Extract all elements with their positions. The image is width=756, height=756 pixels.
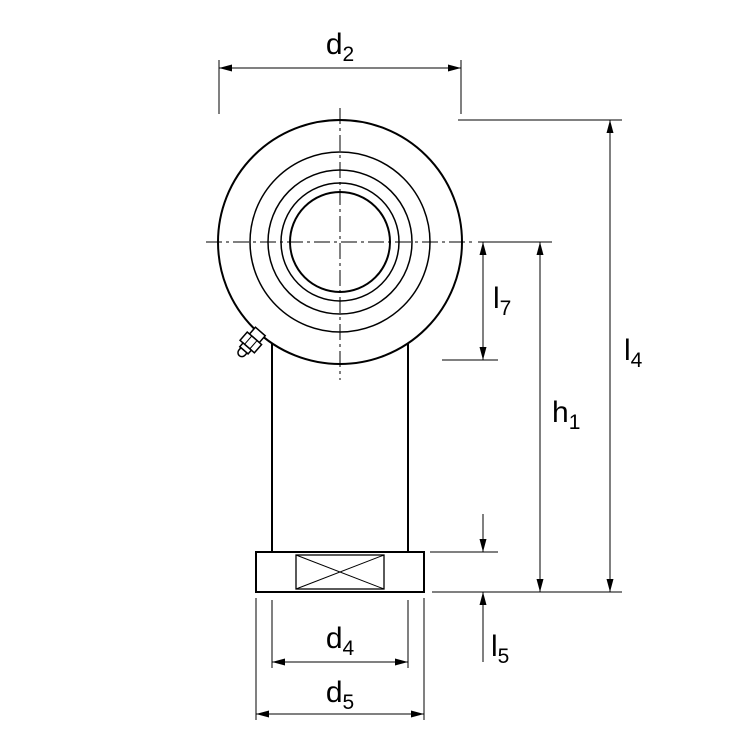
head-outer-circle	[217, 119, 463, 365]
dim-label-l4: l4	[624, 334, 643, 372]
dim-label-l7-base: l	[493, 282, 500, 315]
dimension-l4: l4	[432, 119, 643, 593]
dim-label-d4-base: d	[326, 622, 343, 655]
inner-ring-chamfer-circle	[280, 182, 400, 302]
dimension-l5: l5	[430, 514, 509, 668]
dimension-h1: h1	[536, 242, 580, 592]
dim-label-d4: d4	[326, 622, 355, 660]
dim-label-l4-base: l	[624, 334, 631, 367]
grease-nipple-tip	[237, 346, 248, 358]
dim-label-l7-sub: 7	[500, 297, 512, 320]
centerlines	[206, 108, 476, 380]
dim-label-h1-base: h	[552, 396, 569, 429]
ball-outer-circle	[267, 169, 413, 315]
dim-label-d2: d2	[326, 28, 354, 66]
dim-label-d5-base: d	[326, 676, 343, 709]
shank	[271, 344, 409, 552]
dimension-d2: d2	[218, 28, 462, 114]
grease-nipple-facet	[249, 340, 258, 350]
dimension-d5: d5	[255, 598, 425, 720]
dim-label-d2-sub: 2	[343, 43, 355, 66]
dim-label-h1-sub: 1	[569, 411, 581, 434]
bearing-head	[217, 119, 463, 365]
dim-label-d4-sub: 4	[343, 637, 355, 660]
wrench-flat-box	[295, 554, 385, 590]
dim-label-l5: l5	[491, 630, 509, 668]
dim-label-d5: d5	[326, 676, 354, 714]
housing-bore-circle	[249, 151, 431, 333]
dim-label-l5-base: l	[491, 630, 498, 663]
rod-end-part	[206, 108, 476, 593]
dim-label-l7: l7	[493, 282, 511, 320]
dimension-d4: d4	[271, 600, 409, 668]
bore-circle	[289, 191, 391, 293]
dim-label-l4-sub: 4	[631, 349, 643, 372]
wrench-flat-diagonal	[295, 554, 385, 590]
dim-label-h1: h1	[552, 396, 580, 434]
grease-nipple-facet	[244, 335, 253, 345]
dimension-l7: l7	[442, 242, 511, 361]
collar-outline	[255, 551, 425, 593]
dim-label-d2-base: d	[326, 28, 343, 61]
hex-collar	[255, 551, 425, 593]
dim-label-d5-sub: 5	[343, 691, 355, 714]
grease-nipple-icon	[237, 326, 267, 358]
dimensions: d2 l4 l7 h1 l5	[218, 28, 643, 720]
dim-label-l5-sub: 5	[498, 645, 510, 668]
